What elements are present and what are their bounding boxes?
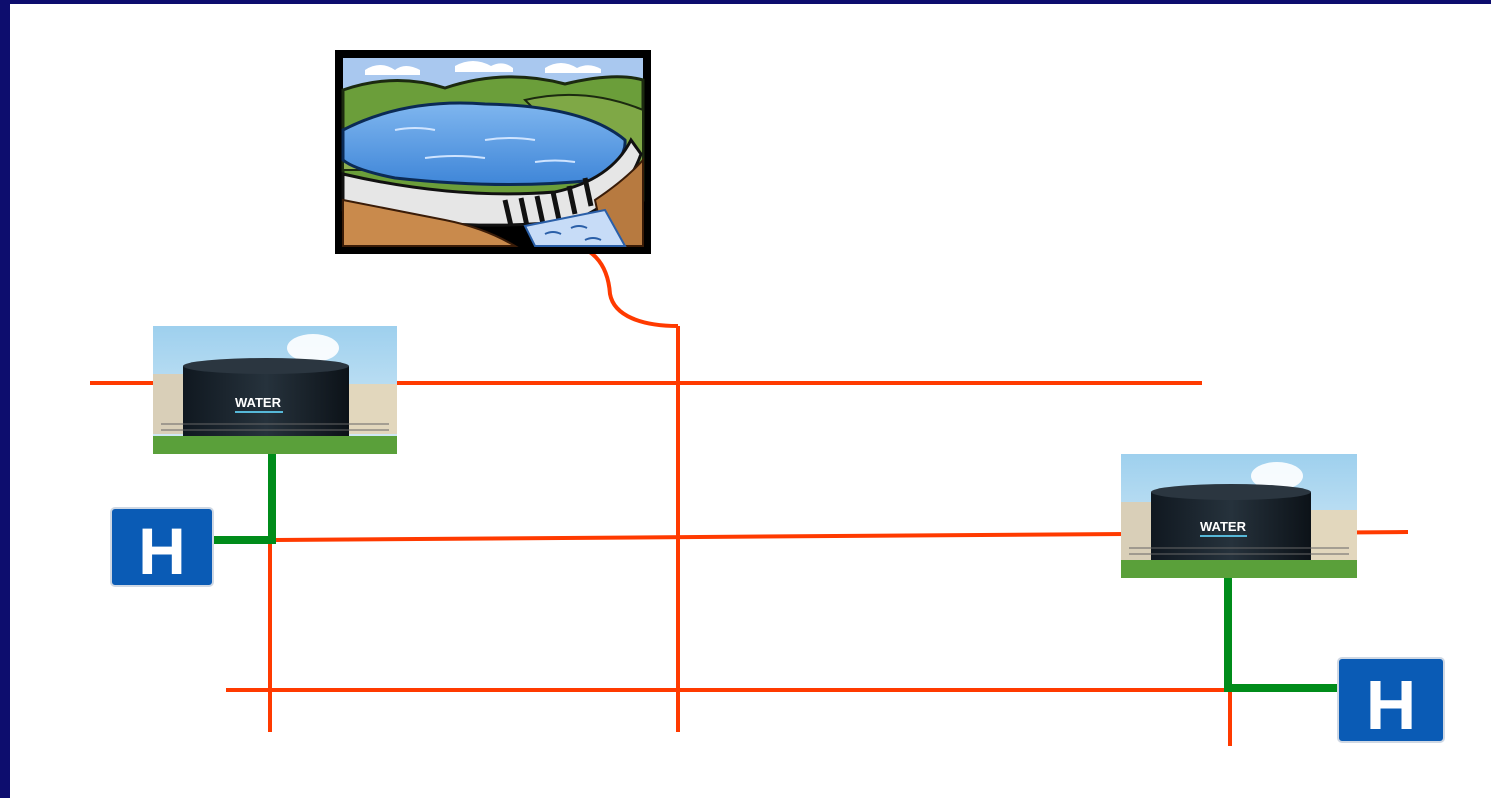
water-distribution-diagram: WATER WATER H H bbox=[10, 4, 1491, 798]
hospital-1: H bbox=[111, 508, 213, 588]
hospital-2-letter: H bbox=[1366, 666, 1417, 744]
water-tower-1-label: WATER bbox=[235, 395, 282, 410]
water-tank-icon bbox=[153, 326, 397, 454]
water-tower-2-label: WATER bbox=[1200, 519, 1247, 534]
reservoir-dam-icon bbox=[335, 50, 651, 254]
hospital-1-letter: H bbox=[138, 514, 186, 588]
reservoir bbox=[335, 50, 651, 254]
hospital-2: H bbox=[1338, 658, 1444, 744]
service-line-hospital-2 bbox=[1228, 576, 1350, 688]
water-tank-icon bbox=[1121, 454, 1357, 578]
water-tower-1: WATER bbox=[153, 326, 397, 454]
water-tower-2: WATER bbox=[1121, 454, 1357, 578]
slide: WATER WATER H H bbox=[10, 4, 1491, 798]
